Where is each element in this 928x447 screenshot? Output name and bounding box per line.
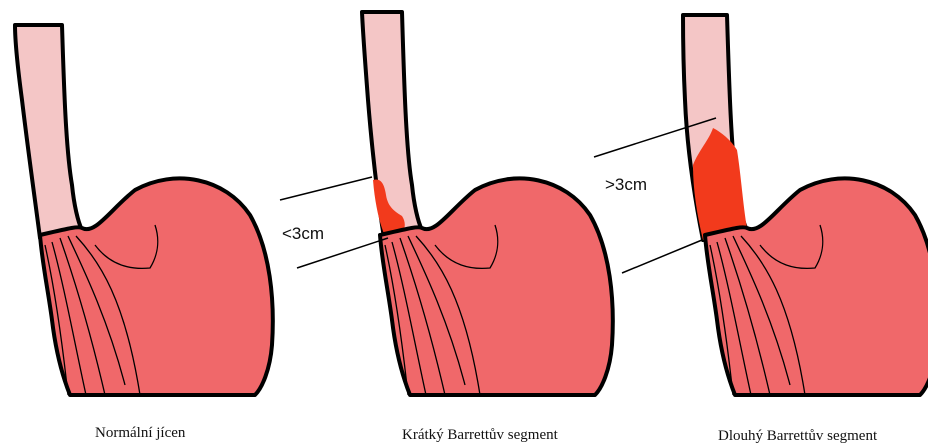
measure-line-bottom — [622, 240, 702, 273]
caption-normal: Normální jícen — [95, 425, 185, 442]
measure-line-top — [280, 177, 372, 200]
caption-long-barrett: Dlouhý Barrettův segment — [718, 428, 877, 445]
panel-short-barrett — [362, 12, 613, 395]
measurement-label-short: <3cm — [282, 224, 324, 244]
measurement-label-long: >3cm — [605, 175, 647, 195]
panel-normal — [15, 25, 273, 395]
panel-long-barrett — [683, 15, 928, 395]
esophagus-tube — [362, 12, 422, 238]
caption-short-barrett: Krátký Barrettův segment — [402, 427, 558, 444]
esophagus-tube — [15, 25, 82, 238]
